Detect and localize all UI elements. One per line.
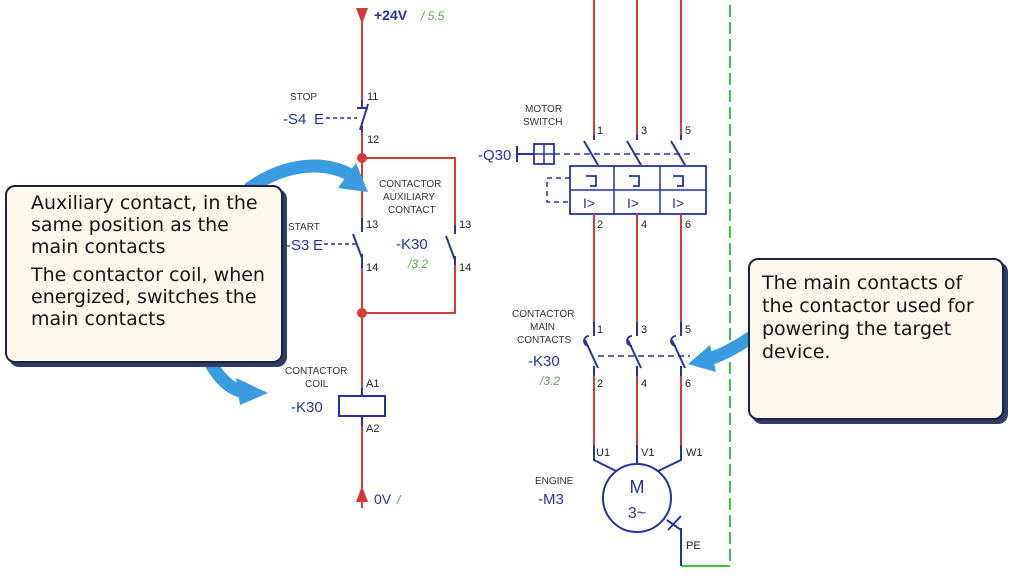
ms-trip-2: I> bbox=[627, 195, 639, 211]
stop-button-s4: STOP -S4 E 11 12 bbox=[283, 91, 379, 146]
ms-term-bot-2: 2 bbox=[597, 219, 603, 231]
ms-tag: -Q30 bbox=[478, 147, 511, 164]
start-letter: E bbox=[313, 237, 323, 254]
motor-pe-label: PE bbox=[686, 540, 701, 552]
start-tag: -S3 bbox=[286, 237, 309, 254]
mc-term-bot-6: 6 bbox=[685, 378, 691, 390]
mc-caption-1: CONTACTOR bbox=[512, 309, 574, 320]
stop-letter: E bbox=[314, 111, 324, 128]
start-term-in: 13 bbox=[366, 219, 378, 231]
ms-trip-1: I> bbox=[583, 195, 595, 211]
stop-term-in: 11 bbox=[367, 91, 378, 103]
coil-caption-2: COIL bbox=[305, 379, 329, 390]
callout-left-line-2: The contactor coil, when energized, swit… bbox=[31, 264, 265, 330]
motor-term-u1: U1 bbox=[596, 447, 610, 459]
supply-zero-arrow bbox=[356, 486, 368, 502]
power-circuit: MOTOR SWITCH -Q30 1 3 5 bbox=[478, 0, 731, 567]
aux-caption-1: CONTACTOR bbox=[379, 179, 441, 190]
supply-zero-ref: / bbox=[396, 493, 402, 507]
aux-term-in-left: 13 bbox=[366, 219, 378, 231]
callout-right: The main contacts of the contactor used … bbox=[748, 258, 1004, 420]
coil-term-a2: A2 bbox=[366, 423, 379, 435]
mc-caption-2: MAIN bbox=[530, 322, 555, 333]
ms-trip-3: I> bbox=[672, 195, 684, 211]
motor-tag: -M3 bbox=[538, 491, 564, 508]
motor-symbol: M bbox=[630, 477, 645, 497]
aux-term-out-right: 14 bbox=[459, 262, 471, 274]
motor-term-v1: V1 bbox=[641, 447, 654, 459]
motor-switch-q30: MOTOR SWITCH -Q30 1 3 5 bbox=[478, 104, 707, 231]
arrow-to-main-contacts bbox=[688, 331, 757, 372]
aux-tag: -K30 bbox=[396, 236, 428, 253]
ms-term-top-5: 5 bbox=[685, 125, 691, 137]
stop-term-out: 12 bbox=[367, 134, 379, 146]
mc-term-top-3: 3 bbox=[641, 324, 647, 336]
ms-caption-2: SWITCH bbox=[523, 117, 562, 128]
callout-left-line-1: Auxiliary contact, in the same position … bbox=[31, 192, 258, 258]
mc-caption-3: CONTACTS bbox=[517, 335, 572, 346]
motor-caption: ENGINE bbox=[535, 476, 574, 487]
stop-tag: -S4 bbox=[283, 111, 306, 128]
start-caption: START bbox=[288, 222, 320, 233]
mc-ref: /3.2 bbox=[539, 374, 560, 388]
main-contacts-k30: CONTACTOR MAIN CONTACTS -K30 /3.2 1 3 5 … bbox=[512, 309, 691, 390]
mc-term-top-1: 1 bbox=[597, 324, 603, 336]
motor-m3: M 3~ ENGINE -M3 U1 V1 W1 PE bbox=[535, 445, 703, 566]
callout-left: Auxiliary contact, in the same position … bbox=[5, 185, 283, 363]
mc-term-top-5: 5 bbox=[685, 324, 691, 336]
aux-caption-2: AUXILIARY bbox=[383, 192, 435, 203]
mc-term-bot-2: 2 bbox=[597, 378, 603, 390]
supply-plus-ref: / 5.5 bbox=[420, 9, 445, 23]
ms-caption-1: MOTOR bbox=[525, 104, 562, 115]
mc-tag: -K30 bbox=[528, 353, 560, 370]
supply-zero-label: 0V bbox=[374, 491, 392, 507]
arrow-to-coil bbox=[203, 355, 268, 405]
aux-caption-3: CONTACT bbox=[388, 205, 436, 216]
auxiliary-contact-k30: CONTACTOR AUXILIARY CONTACT -K30 /3.2 13… bbox=[366, 179, 471, 274]
stop-caption: STOP bbox=[290, 92, 317, 103]
ms-term-top-1: 1 bbox=[597, 125, 603, 137]
contactor-coil-k30: CONTACTOR COIL -K30 A1 A2 bbox=[285, 366, 386, 435]
arrow-to-aux-contact bbox=[243, 159, 368, 195]
start-button-s3: START -S3 E 13 14 bbox=[286, 218, 378, 274]
aux-ref: /3.2 bbox=[407, 257, 428, 271]
ms-term-bot-4: 4 bbox=[641, 219, 647, 231]
motor-term-w1: W1 bbox=[686, 447, 703, 459]
control-circuit: +24V / 5.5 STOP -S4 E 11 12 START -S3 bbox=[283, 7, 471, 508]
coil-term-a1: A1 bbox=[366, 378, 379, 390]
supply-plus-label: +24V bbox=[374, 7, 408, 23]
coil-tag: -K30 bbox=[291, 399, 323, 416]
mc-term-bot-4: 4 bbox=[641, 378, 647, 390]
coil-caption-1: CONTACTOR bbox=[285, 366, 347, 377]
start-term-out: 14 bbox=[366, 262, 378, 274]
aux-term-in-right: 13 bbox=[459, 219, 471, 231]
motor-phases: 3~ bbox=[628, 505, 646, 522]
callout-right-text: The main contacts of the contactor used … bbox=[762, 272, 974, 363]
ms-term-bot-6: 6 bbox=[685, 219, 691, 231]
ms-term-top-3: 3 bbox=[641, 125, 647, 137]
